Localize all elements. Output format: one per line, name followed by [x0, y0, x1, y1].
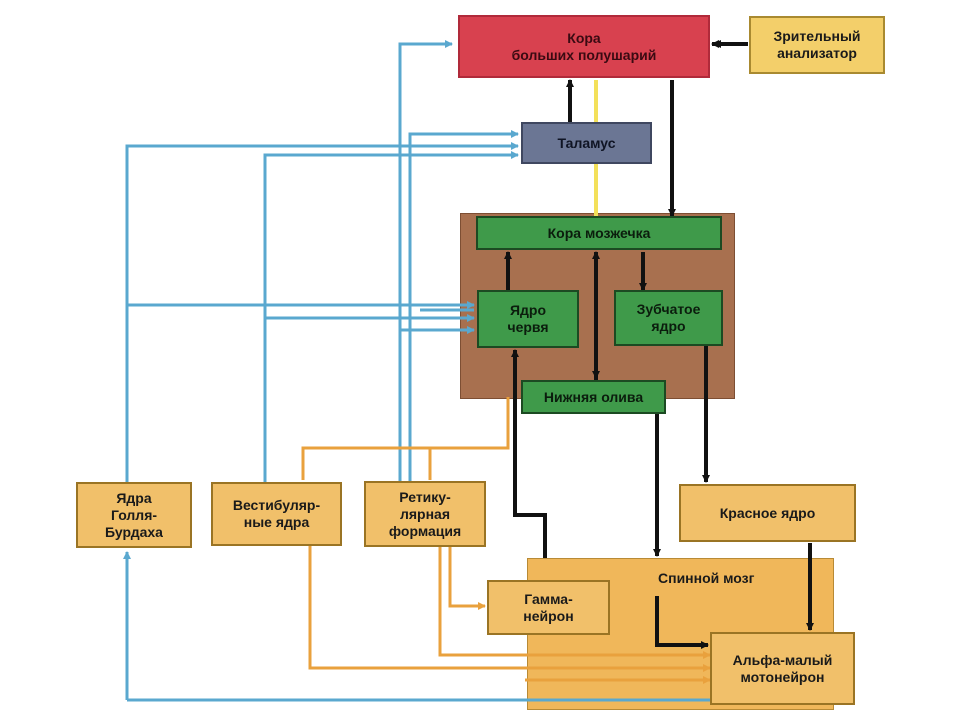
black-paths: [504, 40, 814, 649]
gamma-neuron-box: Гамма- нейрон: [487, 580, 610, 635]
thalamus-box: Таламус: [521, 122, 652, 164]
blue-ascending-paths: [123, 40, 710, 702]
alpha-motoneuron-box: Альфа-малый мотонейрон: [710, 632, 855, 705]
inferior-olive-box: Нижняя олива: [521, 380, 666, 414]
vestibular-nuclei-box: Вестибуляр- ные ядра: [211, 482, 342, 546]
dentate-nucleus-box: Зубчатое ядро: [614, 290, 723, 346]
red-nucleus-box: Красное ядро: [679, 484, 856, 542]
spinal-cord-label: Спинной мозг: [658, 570, 755, 586]
cerebral-cortex-box: Кора больших полушарий: [458, 15, 710, 78]
cerebellar-cortex-box: Кора мозжечка: [476, 216, 722, 250]
orange-descending-paths: [301, 397, 711, 684]
reticular-formation-box: Ретику- лярная формация: [364, 481, 486, 547]
visual-analyzer-box: Зрительный анализатор: [749, 16, 885, 74]
vermis-nucleus-box: Ядро червя: [477, 290, 579, 348]
goll-burdach-nuclei-box: Ядра Голля- Бурдаха: [76, 482, 192, 548]
